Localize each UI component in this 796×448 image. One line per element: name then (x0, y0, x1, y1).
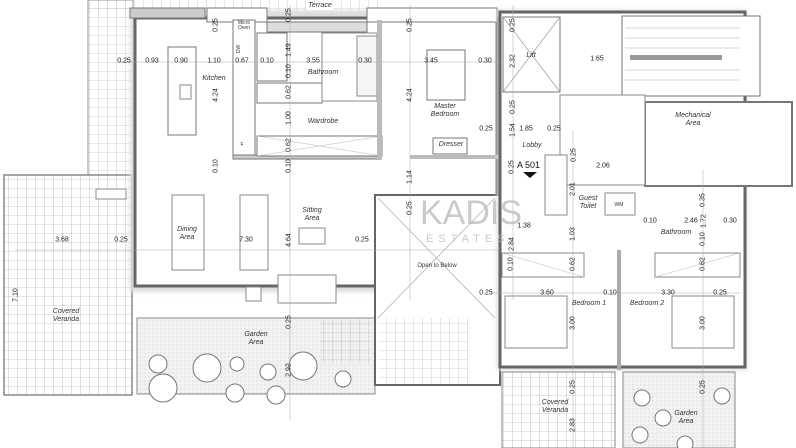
dimension: 0.25 (713, 289, 727, 297)
dimension: 0.25 (285, 315, 293, 329)
room-label-bathroom: Bathroom (307, 69, 339, 76)
room-label-bedroom-1: Bedroom 1 (571, 300, 607, 307)
dimension: 2.46 (684, 217, 698, 225)
room-label-bedroom-2: Bedroom 2 (629, 300, 665, 307)
dimension: 0.62 (569, 257, 577, 271)
room-label-dining-area: Dining Area (177, 226, 197, 241)
dimension: 0.25 (508, 160, 516, 174)
dimension: 0.25 (509, 18, 517, 32)
dimension: 4.24 (212, 88, 220, 102)
dimension: 0.10 (260, 57, 274, 65)
dimension: 4.64 (285, 233, 293, 247)
room-label-guest-toilet: Guest Toilet (578, 195, 598, 210)
dimension: 1.54 (509, 123, 517, 137)
label-micro-oven: Micro Oven (237, 20, 251, 31)
dimension: 1.00 (285, 111, 293, 125)
dimension: 0.25 (406, 18, 414, 32)
logo: KADIS (420, 194, 523, 232)
dimension: 2.32 (509, 54, 517, 68)
room-label-lift: Lift (526, 52, 536, 59)
dimension: 3.45 (424, 57, 438, 65)
room-label-open-to-below: Open to Below (417, 263, 457, 269)
dimension: 0.25 (212, 18, 220, 32)
dimension: 0.62 (285, 85, 293, 99)
dimension: 0.30 (478, 57, 492, 65)
room-label-garden-area-right: Garden Area (674, 410, 698, 425)
dimension: 0.25 (479, 289, 493, 297)
dimension: 2.06 (596, 162, 610, 170)
dimension: 0.25 (699, 380, 707, 394)
dimension: 0.62 (699, 257, 707, 271)
dimension: 1.85 (519, 125, 533, 133)
dimension: 2.84 (508, 237, 516, 251)
mechanical-area (644, 101, 793, 187)
dimension: 0.25 (355, 236, 369, 244)
dimension: 0.30 (358, 57, 372, 65)
room-label-covered-veranda-bottom: Covered Veranda (541, 399, 569, 414)
dimension: 0.10 (285, 159, 293, 173)
room-label-bathroom-2: Bathroom (660, 229, 692, 236)
room-label-garden-area-left: Garden Area (244, 331, 268, 346)
room-label-kitchen: Kitchen (202, 75, 226, 82)
dimension: 0.25 (570, 148, 578, 162)
dimension: 1.14 (406, 170, 414, 184)
dimension: 2.83 (569, 418, 577, 432)
dimension: 0.25 (569, 380, 577, 394)
dimension: 0.90 (174, 57, 188, 65)
dimension: 0.25 (285, 8, 293, 22)
dimension: 0.67 (235, 57, 249, 65)
veranda-bottom (501, 371, 616, 448)
dimension: 0.10 (699, 232, 707, 246)
dimension: 1.10 (207, 57, 221, 65)
logo-subtitle: ESTATES (426, 233, 510, 245)
dimension: 1.65 (590, 55, 604, 63)
dimension: 0.30 (723, 217, 737, 225)
room-label-sitting-area: Sitting Area (302, 207, 322, 222)
dimension: 0.25 (509, 100, 517, 114)
dimension: 3.00 (699, 316, 707, 330)
kitchen-counter (232, 19, 256, 156)
label-fridge: F (240, 142, 244, 148)
dimension: 3.60 (540, 289, 554, 297)
terrace-left (87, 0, 134, 176)
dimension: 0.25 (117, 57, 131, 65)
dimension: 0.10 (643, 217, 657, 225)
dimension: 0.25 (406, 201, 414, 215)
dimension: 0.62 (285, 138, 293, 152)
room-label-terrace: Terrace (306, 2, 334, 10)
dimension: 3.68 (55, 236, 69, 244)
dimension: 3.30 (661, 289, 675, 297)
dimension: 7.30 (239, 236, 253, 244)
dimension: 0.10 (603, 289, 617, 297)
dimension: 1.49 (285, 43, 293, 57)
room-label-mechanical-area: Mechanical Area (675, 112, 711, 127)
dimension: 2.92 (285, 363, 293, 377)
room-label-covered-veranda-left: Covered Veranda (52, 308, 80, 323)
room-label-lobby: Lobby (522, 142, 542, 149)
dimension: 3.55 (306, 57, 320, 65)
dimension: 0.25 (114, 236, 128, 244)
dimension: 0.25 (479, 125, 493, 133)
dimension: 4.24 (406, 88, 414, 102)
dimension: 7.10 (12, 288, 20, 302)
dimension: 0.10 (212, 159, 220, 173)
veranda-left (3, 174, 133, 396)
room-label-dresser: Dresser (438, 141, 464, 148)
dimension: 1.72 (700, 214, 708, 228)
room-label-wardrobe: Wardrobe (307, 118, 339, 125)
dimension: 1.38 (517, 222, 531, 230)
room-label-master-bedroom: Master Bedroom (430, 103, 460, 118)
section-marker: A 501 (517, 160, 541, 178)
dimension: 1.03 (569, 227, 577, 241)
label-dishwasher: DW (236, 44, 242, 54)
dimension: 0.93 (145, 57, 159, 65)
dimension: 0.10 (285, 64, 293, 78)
dimension: 2.01 (569, 182, 577, 196)
dimension: 0.10 (507, 257, 515, 271)
room-label-wm: WM (614, 202, 624, 208)
dimension: 0.25 (547, 125, 561, 133)
dimension: 0.35 (699, 193, 707, 207)
dimension: 3.00 (569, 316, 577, 330)
